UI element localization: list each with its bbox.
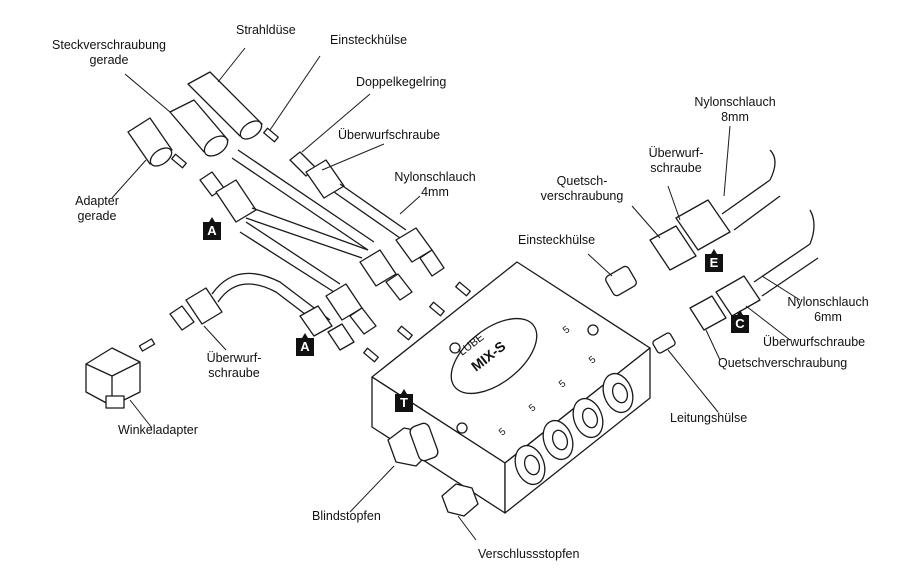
angle-adapter <box>85 347 141 409</box>
closure-plug <box>441 483 479 517</box>
port-mark-4: 5 <box>587 354 599 366</box>
insert-sleeve-mid <box>605 265 637 297</box>
compression-fitting-8mm <box>649 149 781 271</box>
label-double-cone-ring: Doppelkegelring <box>356 75 447 89</box>
label-straight-adapter-2: gerade <box>77 209 117 223</box>
badge-a-upper: A <box>203 217 221 240</box>
tube-assembly-4mm <box>289 151 445 277</box>
jet-nozzle <box>187 71 263 140</box>
push-in-fitting-straight <box>169 99 229 157</box>
port-mark-3: 5 <box>557 378 569 390</box>
label-compression-fitting: Quetsch- <box>556 174 608 188</box>
tube-assembly-a-upper <box>199 149 413 301</box>
line-sleeve <box>652 332 676 354</box>
label-nylon-tube-6mm: Nylonschlauch <box>787 295 869 309</box>
insert-sleeve-top <box>263 127 279 143</box>
compression-fitting-6mm <box>689 209 819 331</box>
leader-lines <box>111 47 801 541</box>
label-angle-adapter: Winkeladapter <box>118 423 198 437</box>
label-nylon-tube-4mm-2: 4mm <box>421 185 449 199</box>
tube-assembly-a-lower <box>239 221 377 335</box>
port-mark-1: 5 <box>497 426 509 438</box>
blind-plug <box>387 422 439 467</box>
label-push-in-fitting-2: gerade <box>89 53 129 67</box>
label-nylon-tube-6mm-2: 6mm <box>814 310 842 324</box>
port-mark-5: 5 <box>561 324 573 336</box>
label-push-in-fitting: Steckverschraubung <box>52 38 166 52</box>
label-closure-plug: Verschlussstopfen <box>478 547 580 561</box>
bent-tube-assembly <box>169 272 355 351</box>
badge-a-lower: A <box>296 333 314 356</box>
label-nylon-tube-8mm: Nylonschlauch <box>694 95 776 109</box>
label-jet-nozzle: Strahldüse <box>236 23 296 37</box>
label-line-sleeve: Leitungshülse <box>670 411 748 425</box>
badge-e: E <box>705 249 723 272</box>
straight-adapter <box>127 117 173 167</box>
label-insert-sleeve-top: Einsteckhülse <box>330 33 408 47</box>
label-blind-plug: Blindstopfen <box>312 509 381 523</box>
block-ports <box>514 372 634 486</box>
label-nylon-tube-4mm: Nylonschlauch <box>394 170 476 184</box>
port-mark-2: 5 <box>527 402 539 414</box>
badge-c: C <box>731 310 749 333</box>
label-compression-fitting-2: verschraubung <box>540 189 624 203</box>
label-straight-adapter: Adapter <box>75 194 119 208</box>
label-nylon-tube-8mm-2: 8mm <box>721 110 749 124</box>
label-insert-sleeve-mid: Einsteckhülse <box>518 233 596 247</box>
label-union-screw-left-2: schraube <box>208 366 260 380</box>
label-compression-fitting-lower: Quetschverschraubung <box>718 356 848 370</box>
label-union-screw-top: Überwurfschraube <box>338 128 441 142</box>
label-union-screw-right: Überwurf- <box>648 146 704 160</box>
label-union-screw-lower: Überwurfschraube <box>763 335 866 349</box>
label-union-screw-right-2: schraube <box>650 161 702 175</box>
label-union-screw-left: Überwurf- <box>206 351 262 365</box>
badge-t: T <box>395 389 413 412</box>
